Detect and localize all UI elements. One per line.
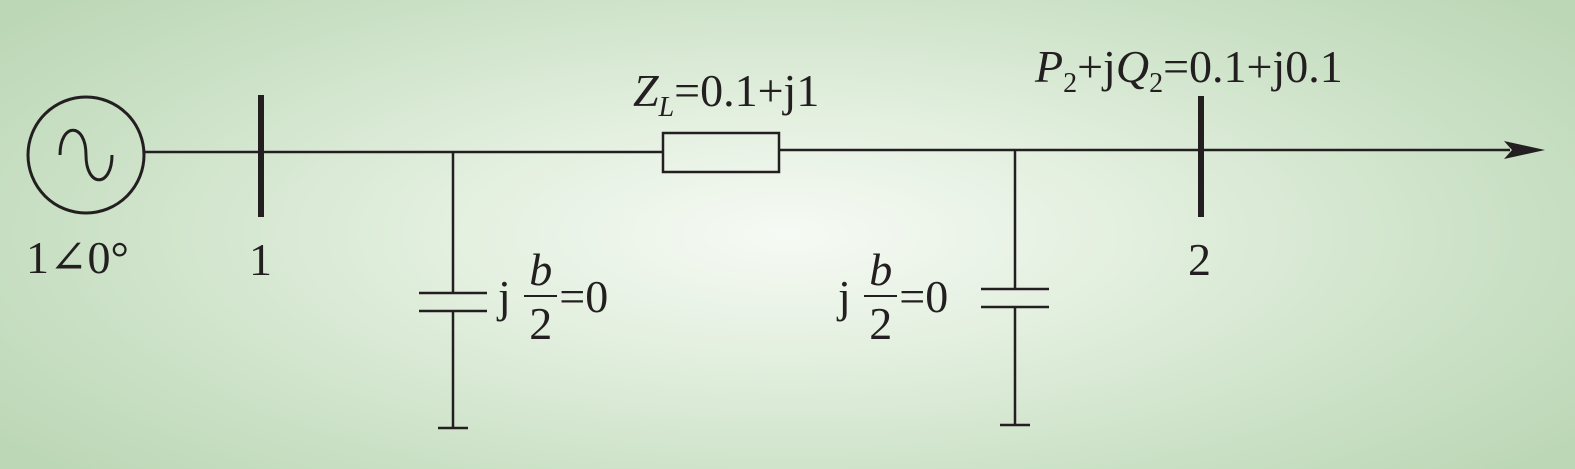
impedance-value: =0.1+j1 — [674, 65, 820, 116]
source-voltage-label: 1∠0° — [26, 232, 129, 283]
shunt-right-value: =0 — [899, 271, 949, 322]
shunt-left-value: =0 — [559, 271, 609, 322]
shunt-right-denominator: 2 — [869, 298, 893, 349]
shunt-left-fraction: b 2 — [524, 247, 558, 349]
bus-1-label: 1 — [249, 234, 272, 285]
load-value: =0.1+j0.1 — [1163, 41, 1343, 92]
line-impedance-label: ZL=0.1+j1 — [633, 68, 819, 122]
shunt-left-label: j b 2 =0 — [498, 247, 608, 347]
plus-j: +j — [1077, 41, 1116, 92]
shunt-left-j: j — [498, 271, 511, 322]
shunt-capacitor-right — [981, 150, 1049, 427]
shunt-right-fraction: b 2 — [864, 247, 898, 349]
impedance-subscript: L — [658, 92, 675, 123]
q-symbol: Q — [1115, 41, 1150, 92]
q-subscript: 2 — [1149, 68, 1164, 99]
shunt-capacitor-left — [419, 152, 487, 430]
p-symbol: P — [1035, 41, 1064, 92]
load-arrow-icon — [1504, 141, 1545, 159]
bus-2-label: 2 — [1188, 234, 1211, 285]
shunt-left-denominator: 2 — [529, 298, 553, 349]
load-power-label: P2+jQ2=0.1+j0.1 — [1035, 44, 1343, 98]
shunt-right-label: j b 2 =0 — [838, 247, 948, 347]
shunt-right-j: j — [838, 271, 851, 322]
p-subscript: 2 — [1063, 68, 1078, 99]
ac-generator-icon — [26, 95, 146, 215]
shunt-left-numerator: b — [524, 247, 558, 297]
impedance-symbol: Z — [633, 65, 659, 116]
shunt-right-numerator: b — [864, 247, 898, 297]
line-impedance-resistor — [661, 131, 781, 174]
